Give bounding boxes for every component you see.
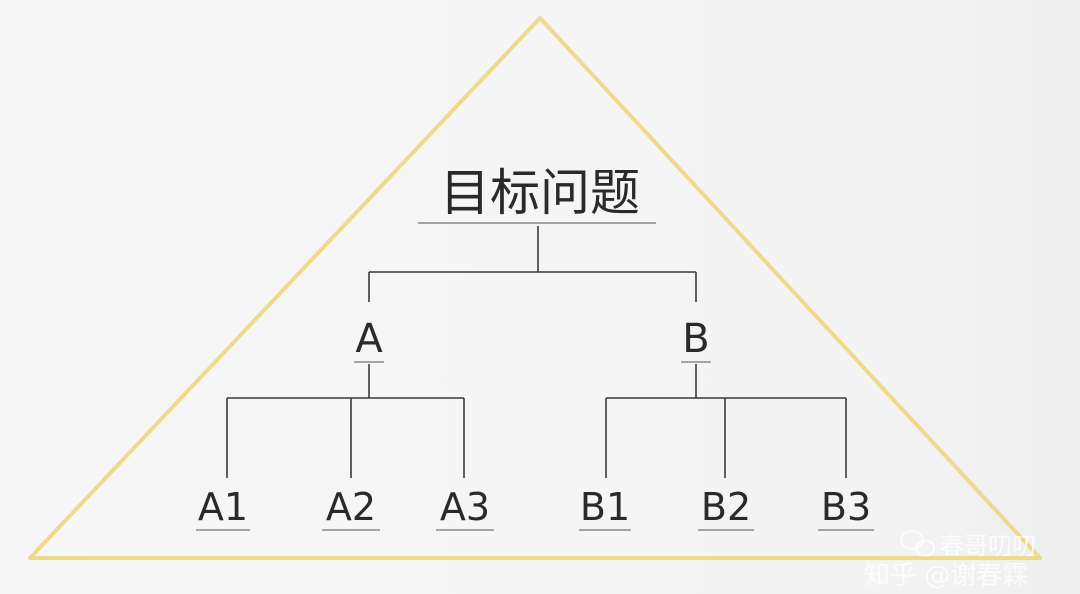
leaf-a1-label: A1 <box>198 485 248 529</box>
pyramid-triangle <box>28 16 1042 560</box>
watermark-channel: 春哥叨叨 <box>940 532 1036 560</box>
watermark: 春哥叨叨 知乎 @谢春霖 <box>864 530 1036 591</box>
tree-connectors <box>196 222 874 531</box>
leaf-a3-label: A3 <box>440 485 490 529</box>
leaf-b2-label: B2 <box>701 485 751 529</box>
leaf-a2-label: A2 <box>326 485 376 529</box>
root-node-label: 目标问题 <box>440 164 640 222</box>
branch-a-label: A <box>355 316 383 362</box>
leaf-b1-label: B1 <box>580 485 630 529</box>
watermark-site: 知乎 @谢春霖 <box>864 561 1028 591</box>
leaf-b3-label: B3 <box>821 485 871 529</box>
wechat-icon <box>900 530 935 557</box>
branch-b-label: B <box>682 316 709 362</box>
